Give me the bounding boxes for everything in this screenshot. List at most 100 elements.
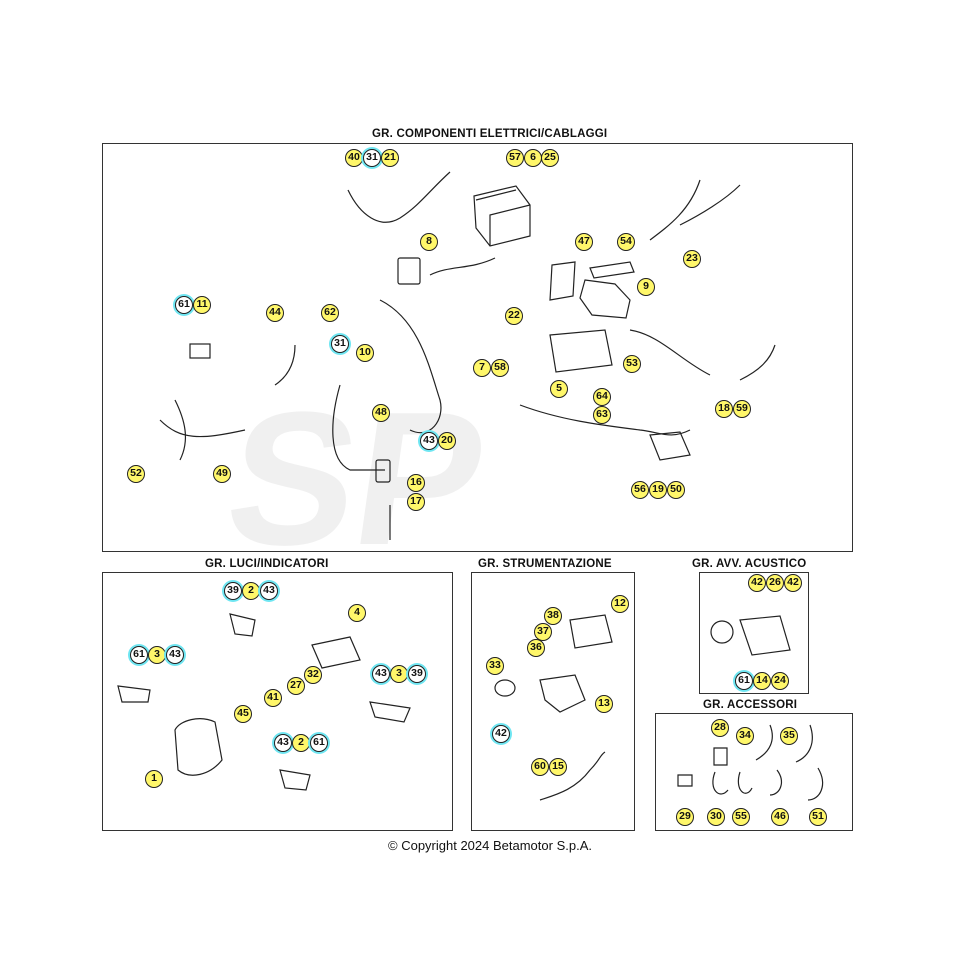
callout-19[interactable]: 19 bbox=[649, 481, 667, 499]
frame-acustico bbox=[699, 572, 809, 694]
callout-43e[interactable]: 43 bbox=[274, 734, 292, 752]
callout-53[interactable]: 53 bbox=[623, 355, 641, 373]
callout-61b[interactable]: 61 bbox=[130, 646, 148, 664]
cable-icon bbox=[629, 329, 711, 376]
callout-14[interactable]: 14 bbox=[753, 672, 771, 690]
callout-49[interactable]: 49 bbox=[213, 465, 231, 483]
callout-16[interactable]: 16 bbox=[407, 474, 425, 492]
accessory-46-icon bbox=[769, 769, 782, 796]
callout-63[interactable]: 63 bbox=[593, 406, 611, 424]
callout-51[interactable]: 51 bbox=[809, 808, 827, 826]
front-left-indicator-icon bbox=[117, 685, 151, 703]
callout-20[interactable]: 20 bbox=[438, 432, 456, 450]
callout-42c[interactable]: 42 bbox=[784, 574, 802, 592]
callout-61d[interactable]: 61 bbox=[735, 672, 753, 690]
flasher-icon bbox=[189, 343, 211, 359]
gasket-icon bbox=[589, 261, 635, 279]
callout-30[interactable]: 30 bbox=[707, 808, 725, 826]
section-title-luci: GR. LUCI/INDICATORI bbox=[203, 558, 331, 570]
callout-42[interactable]: 42 bbox=[492, 725, 510, 743]
callout-54[interactable]: 54 bbox=[617, 233, 635, 251]
callout-42b[interactable]: 42 bbox=[748, 574, 766, 592]
callout-18[interactable]: 18 bbox=[715, 400, 733, 418]
callout-43d[interactable]: 43 bbox=[372, 665, 390, 683]
callout-7[interactable]: 7 bbox=[473, 359, 491, 377]
callout-12[interactable]: 12 bbox=[611, 595, 629, 613]
callout-43[interactable]: 43 bbox=[420, 432, 438, 450]
callout-8[interactable]: 8 bbox=[420, 233, 438, 251]
callout-60[interactable]: 60 bbox=[531, 758, 549, 776]
callout-11[interactable]: 11 bbox=[193, 296, 211, 314]
callout-27[interactable]: 27 bbox=[287, 677, 305, 695]
callout-57[interactable]: 57 bbox=[506, 149, 524, 167]
callout-35[interactable]: 35 bbox=[780, 727, 798, 745]
callout-38[interactable]: 38 bbox=[544, 607, 562, 625]
battery-cable-icon bbox=[347, 171, 451, 223]
callout-59[interactable]: 59 bbox=[733, 400, 751, 418]
section-title-acustico: GR. AVV. ACUSTICO bbox=[690, 558, 809, 570]
fuse-box-icon bbox=[549, 329, 613, 373]
callout-50[interactable]: 50 bbox=[667, 481, 685, 499]
callout-28[interactable]: 28 bbox=[711, 719, 729, 737]
callout-6[interactable]: 6 bbox=[524, 149, 542, 167]
callout-3[interactable]: 3 bbox=[148, 646, 166, 664]
section-title-strumentazione: GR. STRUMENTAZIONE bbox=[476, 558, 614, 570]
callout-17[interactable]: 17 bbox=[407, 493, 425, 511]
callout-24[interactable]: 24 bbox=[771, 672, 789, 690]
callout-37[interactable]: 37 bbox=[534, 623, 552, 641]
callout-61c[interactable]: 61 bbox=[310, 734, 328, 752]
accessory-28-icon bbox=[713, 747, 728, 766]
callout-34[interactable]: 34 bbox=[736, 727, 754, 745]
callout-15[interactable]: 15 bbox=[549, 758, 567, 776]
main-wire-icon bbox=[379, 299, 442, 434]
ground-cable-icon bbox=[429, 257, 496, 276]
callout-43b[interactable]: 43 bbox=[260, 582, 278, 600]
callout-56[interactable]: 56 bbox=[631, 481, 649, 499]
headlight-icon bbox=[174, 718, 223, 776]
tail-light-icon bbox=[311, 636, 361, 669]
ecu-icon bbox=[579, 279, 631, 319]
callout-55[interactable]: 55 bbox=[732, 808, 750, 826]
callout-32[interactable]: 32 bbox=[304, 666, 322, 684]
callout-64[interactable]: 64 bbox=[593, 388, 611, 406]
callout-31b[interactable]: 31 bbox=[331, 335, 349, 353]
callout-21[interactable]: 21 bbox=[381, 149, 399, 167]
callout-47[interactable]: 47 bbox=[575, 233, 593, 251]
callout-9[interactable]: 9 bbox=[637, 278, 655, 296]
callout-4[interactable]: 4 bbox=[348, 604, 366, 622]
callout-2b[interactable]: 2 bbox=[292, 734, 310, 752]
callout-22[interactable]: 22 bbox=[505, 307, 523, 325]
callout-58[interactable]: 58 bbox=[491, 359, 509, 377]
callout-43c[interactable]: 43 bbox=[166, 646, 184, 664]
callout-29[interactable]: 29 bbox=[676, 808, 694, 826]
callout-61[interactable]: 61 bbox=[175, 296, 193, 314]
callout-45[interactable]: 45 bbox=[234, 705, 252, 723]
callout-25[interactable]: 25 bbox=[541, 149, 559, 167]
callout-5[interactable]: 5 bbox=[550, 380, 568, 398]
callout-33[interactable]: 33 bbox=[486, 657, 504, 675]
callout-41[interactable]: 41 bbox=[264, 689, 282, 707]
callout-13[interactable]: 13 bbox=[595, 695, 613, 713]
callout-40[interactable]: 40 bbox=[345, 149, 363, 167]
horn-icon bbox=[710, 620, 734, 644]
callout-44[interactable]: 44 bbox=[266, 304, 284, 322]
callout-62[interactable]: 62 bbox=[321, 304, 339, 322]
frame-accessori bbox=[655, 713, 853, 831]
callout-10[interactable]: 10 bbox=[356, 344, 374, 362]
callout-46[interactable]: 46 bbox=[771, 808, 789, 826]
callout-39b[interactable]: 39 bbox=[408, 665, 426, 683]
sensor-cable-icon bbox=[519, 404, 691, 436]
callout-52[interactable]: 52 bbox=[127, 465, 145, 483]
callout-31[interactable]: 31 bbox=[363, 149, 381, 167]
callout-2[interactable]: 2 bbox=[242, 582, 260, 600]
callout-48[interactable]: 48 bbox=[372, 404, 390, 422]
callout-36[interactable]: 36 bbox=[527, 639, 545, 657]
accessory-35-icon bbox=[795, 724, 813, 763]
rear-left-indicator-icon bbox=[279, 769, 311, 791]
callout-26[interactable]: 26 bbox=[766, 574, 784, 592]
callout-39[interactable]: 39 bbox=[224, 582, 242, 600]
callout-3b[interactable]: 3 bbox=[390, 665, 408, 683]
callout-23[interactable]: 23 bbox=[683, 250, 701, 268]
dashboard-icon bbox=[569, 614, 613, 649]
callout-1[interactable]: 1 bbox=[145, 770, 163, 788]
